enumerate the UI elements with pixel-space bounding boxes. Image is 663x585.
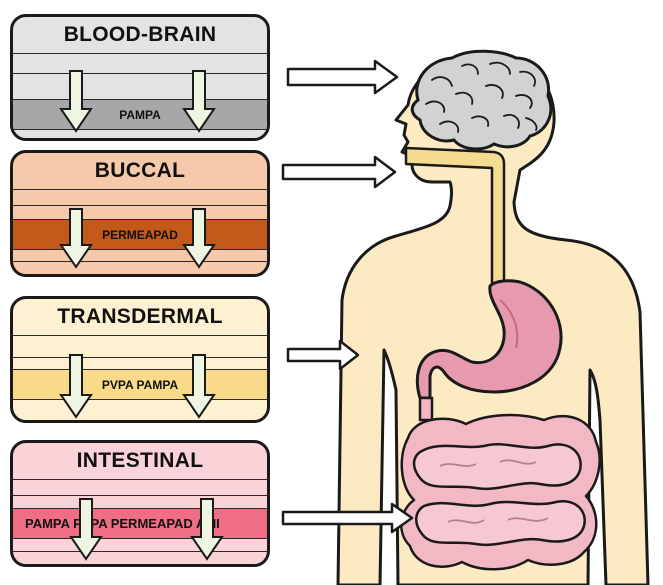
right-arrow-icon	[283, 157, 395, 187]
down-arrow-icon	[61, 209, 91, 267]
flow-arrows	[13, 443, 270, 567]
right-arrow-icon	[288, 341, 358, 369]
down-arrow-icon	[61, 355, 91, 417]
flow-arrows	[13, 17, 270, 141]
down-arrow-icon	[184, 355, 214, 417]
down-arrow-icon	[71, 499, 101, 559]
panel-blood-brain: BLOOD-BRAIN PAMPA	[10, 14, 270, 141]
panel-buccal: BUCCAL PERMEAPAD	[10, 150, 270, 277]
flow-arrows	[13, 299, 270, 423]
flow-arrows	[13, 153, 270, 277]
right-arrow-icon	[283, 504, 412, 532]
down-arrow-icon	[192, 499, 222, 559]
right-arrow-icon	[288, 61, 397, 93]
panel-intestinal: INTESTINAL PAMPA PVPA PERMEAPAD AMI	[10, 440, 270, 567]
down-arrow-icon	[61, 71, 91, 131]
down-arrow-icon	[184, 209, 214, 267]
down-arrow-icon	[184, 71, 214, 131]
panel-transdermal: TRANSDERMAL PVPA PAMPA	[10, 296, 270, 423]
